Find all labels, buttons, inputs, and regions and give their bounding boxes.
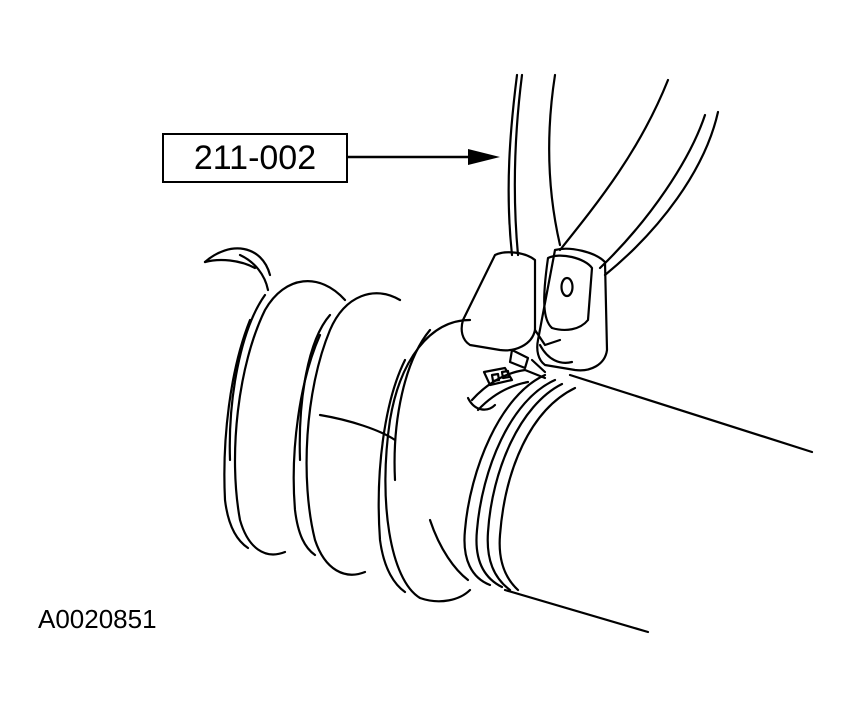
clamp-band xyxy=(466,366,547,412)
boot-convolutions xyxy=(203,247,472,603)
figure-id: A0020851 xyxy=(38,604,157,634)
boot-collar xyxy=(463,373,577,592)
shaft xyxy=(503,373,814,634)
tool-handles xyxy=(507,73,720,277)
tool-number-callout: 211-002 xyxy=(162,133,348,183)
arrow-right-icon xyxy=(346,149,500,165)
tool-number-label: 211-002 xyxy=(193,138,317,177)
tool-jaw xyxy=(460,247,609,374)
